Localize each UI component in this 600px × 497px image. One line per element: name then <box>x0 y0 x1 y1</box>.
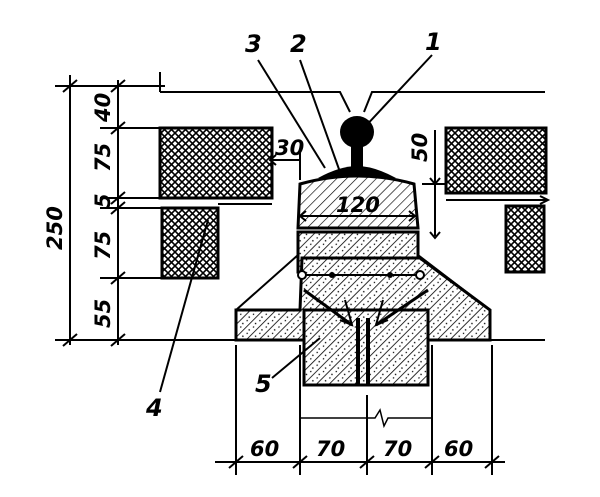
bottom-dimension-chain: 60 70 70 60 <box>215 345 505 475</box>
dim-h-lower-block: 75 <box>91 231 115 260</box>
dim-h-top: 40 <box>91 93 115 123</box>
callout-5: 5 <box>255 370 272 398</box>
dim-bottom-60-left: 60 <box>250 437 279 461</box>
dim-width-120: 120 <box>336 193 380 217</box>
dim-h-bottom: 55 <box>91 299 115 328</box>
dim-bottom-70-right: 70 <box>383 437 412 461</box>
callout-4: 4 <box>145 394 163 422</box>
right-blocks <box>444 126 551 274</box>
callouts: 1 2 3 4 5 <box>145 28 442 422</box>
dim-h-gap: 5 <box>91 193 115 208</box>
lower-pedestal <box>302 288 430 387</box>
dim-h-upper-block: 75 <box>91 143 115 172</box>
dim-right-50: 50 <box>408 133 432 162</box>
callout-2: 2 <box>290 30 307 58</box>
dim-bottom-60-right: 60 <box>444 437 473 461</box>
dim-total-height: 250 <box>43 206 67 250</box>
top-annotations: 30 50 120 <box>268 130 446 240</box>
callout-3: 3 <box>245 30 262 58</box>
callout-1: 1 <box>425 28 442 56</box>
left-dimension-chain: 250 40 75 5 75 55 <box>43 75 165 347</box>
dim-bottom-70-left: 70 <box>316 437 345 461</box>
dim-gap-30: 30 <box>275 136 304 160</box>
left-blocks <box>158 126 274 280</box>
rail <box>318 116 396 178</box>
